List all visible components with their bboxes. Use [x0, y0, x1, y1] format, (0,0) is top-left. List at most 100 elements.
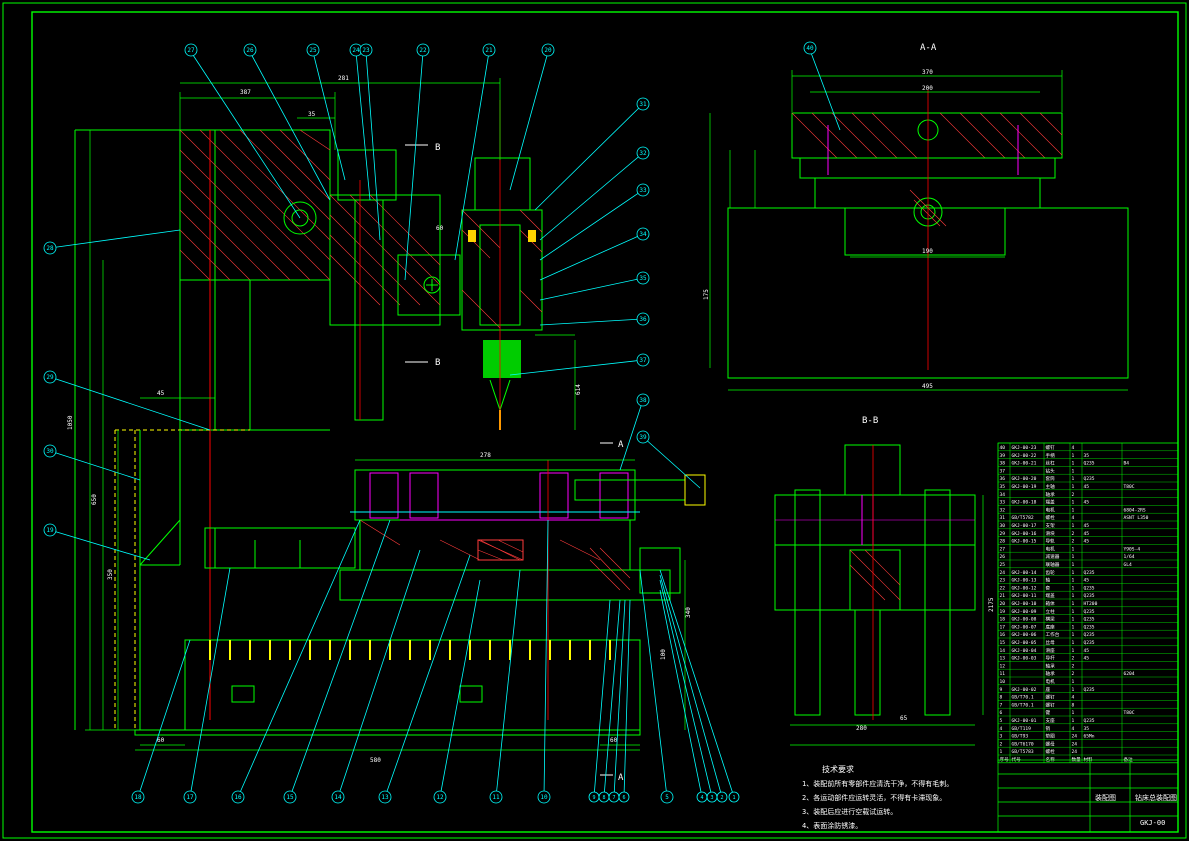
parts-cell-mat: 45: [1084, 539, 1090, 545]
balloon-bottom-17: 1: [732, 795, 735, 801]
parts-cell-note: ASNT L350: [1124, 515, 1149, 521]
parts-cell-note: B4: [1124, 461, 1130, 467]
parts-cell-code: GKJ-00-17: [1012, 523, 1037, 529]
parts-cell-qty: 24: [1072, 741, 1078, 747]
balloon-right-1: 32: [639, 150, 647, 157]
balloon-bottom-4: 14: [334, 794, 342, 801]
dim-275: 278: [480, 452, 491, 459]
parts-cell-qty: 1: [1072, 718, 1075, 724]
parts-cell-mat: Q235: [1084, 624, 1095, 630]
parts-cell-qty: 1: [1072, 617, 1075, 623]
parts-cell-note: T80C: [1124, 484, 1135, 490]
balloon-right-2: 33: [639, 187, 647, 194]
parts-cell-code: GKJ-00-21: [1012, 461, 1037, 467]
parts-cell-no: 35: [1000, 484, 1006, 490]
parts-cell-name: 轴承: [1046, 491, 1056, 498]
dim-aa-200: 200: [922, 85, 933, 92]
parts-cell-mat: Q235: [1084, 585, 1095, 591]
parts-cell-code: GKJ-00-22: [1012, 453, 1037, 459]
dim-aa-495: 495: [922, 383, 933, 390]
parts-cell-name: 齿轮: [1046, 569, 1056, 576]
parts-cell-qty: 1: [1072, 570, 1075, 576]
balloon-bottom-11: 7: [612, 795, 615, 801]
dim-bb-65: 65: [900, 715, 908, 722]
balloon-right-3: 34: [639, 231, 647, 238]
balloon-left-0: 28: [46, 245, 54, 252]
parts-cell-mat: 65Mn: [1084, 734, 1095, 740]
inner-border: [31, 11, 1179, 833]
parts-cell-name: 立柱: [1046, 608, 1056, 615]
parts-cell-name: 支座: [1046, 717, 1056, 724]
parts-cell-name: 导轨: [1046, 538, 1056, 545]
parts-header-code: 代号: [1012, 756, 1022, 763]
parts-cell-no: 19: [1000, 609, 1006, 615]
parts-cell-code: GKJ-00-04: [1012, 648, 1037, 654]
balloon-bottom-7: 11: [492, 794, 500, 801]
parts-cell-name: 钻头: [1046, 467, 1056, 474]
parts-cell-qty: 1: [1072, 476, 1075, 482]
parts-cell-name: 座: [1046, 686, 1051, 693]
parts-cell-qty: 1: [1072, 632, 1075, 638]
parts-cell-mat: Q235: [1084, 609, 1095, 615]
parts-cell-code: GKJ-00-01: [1012, 718, 1037, 724]
parts-cell-qty: 1: [1072, 484, 1075, 490]
parts-cell-code: GKJ-00-06: [1012, 632, 1037, 638]
parts-cell-mat: 45: [1084, 523, 1090, 529]
parts-cell-qty: 1: [1072, 601, 1075, 607]
parts-cell-no: 39: [1000, 453, 1006, 459]
parts-cell-qty: 4: [1072, 445, 1075, 451]
parts-cell-no: 21: [1000, 593, 1006, 599]
parts-cell-code: GB/T93: [1012, 734, 1029, 740]
dim-bb-2175: 2175: [988, 597, 995, 612]
balloon-labels: 27 26 25 24 23 22 21 20 31 32 33 34 35 3…: [46, 45, 814, 801]
parts-cell-code: GKJ-00-09: [1012, 609, 1037, 615]
tech-requirements: 技术要求 1、装配前所有零部件应清洗干净，不得有毛刺。 2、各运动部件应运转灵活…: [802, 764, 953, 830]
parts-header-qty: 数量: [1072, 756, 1082, 763]
parts-cell-code: GKJ-00-13: [1012, 578, 1037, 584]
parts-cell-no: 6: [1000, 710, 1003, 716]
parts-cell-qty: 2: [1072, 492, 1075, 498]
front-view: [74, 100, 706, 736]
parts-cell-qty: 1: [1072, 710, 1075, 716]
parts-cell-note: Y90S-4: [1124, 546, 1141, 552]
parts-cell-name: 丝杠: [1046, 460, 1056, 467]
tech-heading: 技术要求: [822, 764, 854, 774]
dim-350: 350: [107, 569, 114, 580]
balloon-bottom-10: 8: [602, 795, 605, 801]
parts-cell-no: 24: [1000, 570, 1006, 576]
balloon-top-1: 26: [246, 47, 254, 54]
parts-cell-code: GKJ-00-02: [1012, 687, 1037, 693]
parts-cell-name: 电机: [1046, 506, 1056, 513]
parts-cell-name: 手柄: [1046, 452, 1056, 459]
parts-cell-mat: 45: [1084, 578, 1090, 584]
parts-cell-qty: 1: [1072, 578, 1075, 584]
parts-cell-no: 30: [1000, 523, 1006, 529]
parts-cell-mat: Q235: [1084, 593, 1095, 599]
parts-cell-code: GKJ-00-03: [1012, 656, 1037, 662]
parts-cell-name: 电机: [1046, 545, 1056, 552]
balloon-top-3: 24: [352, 47, 360, 54]
balloon-bottom-12: 6: [622, 795, 625, 801]
parts-cell-qty: 1: [1072, 453, 1075, 459]
balloon-left-1: 29: [46, 374, 54, 381]
parts-cell-name: 螺母: [1046, 740, 1056, 747]
parts-cell-note: T80C: [1124, 710, 1135, 716]
balloon-bottom-15: 3: [710, 795, 713, 801]
balloon-bottom-6: 12: [436, 794, 444, 801]
parts-cell-mat: Q235: [1084, 687, 1095, 693]
leader-lines: [49, 49, 841, 798]
balloon-top-5: 22: [419, 47, 427, 54]
parts-cell-note: 1/64: [1124, 554, 1135, 560]
dim-1050: 1050: [67, 415, 74, 430]
parts-cell-code: GKJ-00-14: [1012, 570, 1037, 576]
parts-cell-no: 5: [1000, 718, 1003, 724]
bb-title: B-B: [862, 416, 878, 426]
balloon-bottom-16: 2: [720, 795, 723, 801]
parts-cell-qty: 2: [1072, 671, 1075, 677]
parts-cell-name: 端盖: [1046, 592, 1056, 599]
tech-item-3: 3、装配后应进行空载试运转。: [802, 807, 897, 816]
dim-aa-370: 370: [922, 69, 933, 76]
section-marker-a-top: A: [618, 440, 624, 450]
